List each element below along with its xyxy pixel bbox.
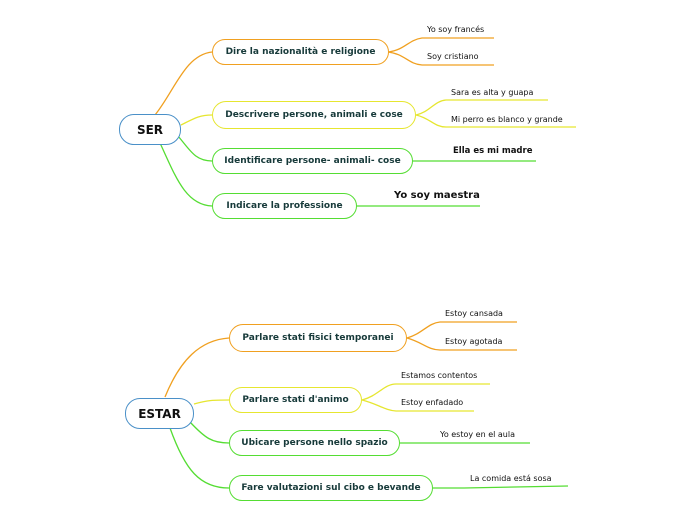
link-estar-1 <box>164 337 230 398</box>
link-estar-2 <box>193 399 230 405</box>
link-estar-2a <box>361 383 490 401</box>
link-ser-3 <box>177 135 213 162</box>
link-ser-1b <box>387 51 494 66</box>
leaf-estar-2a[interactable]: Estamos contentos <box>401 371 478 380</box>
branch-estar-mood[interactable]: Parlare stati d'animo <box>229 387 362 413</box>
link-estar-2b <box>361 399 474 412</box>
branch-label: Dire la nazionalità e religione <box>225 47 376 57</box>
branch-estar-location[interactable]: Ubicare persone nello spazio <box>229 430 400 456</box>
leaf-estar-2b[interactable]: Estoy enfadado <box>401 398 464 407</box>
branch-label: Parlare stati d'animo <box>242 395 349 405</box>
link-estar-4a <box>433 485 569 489</box>
link-estar-4 <box>169 427 230 489</box>
link-ser-2b <box>415 114 576 128</box>
branch-label: Fare valutazioni sul cibo e bevande <box>241 483 421 493</box>
root-node-ser[interactable]: SER <box>119 114 181 145</box>
branch-ser-profession[interactable]: Indicare la professione <box>212 193 357 219</box>
leaf-ser-2b[interactable]: Mi perro es blanco y grande <box>451 115 563 124</box>
leaf-estar-4a[interactable]: La comida está sosa <box>470 474 552 483</box>
root-node-estar[interactable]: ESTAR <box>125 398 194 429</box>
link-estar-3 <box>189 421 230 444</box>
branch-estar-physical[interactable]: Parlare stati fisici temporanei <box>229 324 407 352</box>
leaf-ser-1a[interactable]: Yo soy francés <box>427 25 485 34</box>
leaf-estar-1a[interactable]: Estoy cansada <box>445 309 503 318</box>
branch-ser-describe[interactable]: Descrivere persone, animali e cose <box>212 101 416 129</box>
branch-ser-nationality[interactable]: Dire la nazionalità e religione <box>212 39 389 65</box>
branch-label: Parlare stati fisici temporanei <box>242 333 394 343</box>
branch-label: Indicare la professione <box>226 201 343 211</box>
leaf-estar-1b[interactable]: Estoy agotada <box>445 337 503 346</box>
branch-label: Identificare persone- animali- cose <box>224 156 401 166</box>
branch-ser-identify[interactable]: Identificare persone- animali- cose <box>212 148 413 174</box>
leaf-ser-3a[interactable]: Ella es mi madre <box>453 146 533 156</box>
leaf-ser-2a[interactable]: Sara es alta y guapa <box>451 88 534 97</box>
link-ser-2 <box>180 114 213 126</box>
leaf-estar-3a[interactable]: Yo estoy en el aula <box>440 430 515 439</box>
root-label-estar: ESTAR <box>138 406 181 421</box>
link-ser-1a <box>387 37 494 53</box>
branch-label: Ubicare persone nello spazio <box>241 438 388 448</box>
branch-label: Descrivere persone, animali e cose <box>225 110 403 120</box>
branch-estar-food[interactable]: Fare valutazioni sul cibo e bevande <box>229 475 433 501</box>
link-ser-1 <box>154 51 213 116</box>
link-ser-4 <box>159 142 213 207</box>
leaf-ser-4a[interactable]: Yo soy maestra <box>394 190 480 201</box>
root-label-ser: SER <box>136 122 164 137</box>
link-ser-2a <box>415 99 548 116</box>
link-estar-1a <box>406 321 517 339</box>
leaf-ser-1b[interactable]: Soy cristiano <box>427 52 479 61</box>
link-estar-1b <box>406 337 517 351</box>
